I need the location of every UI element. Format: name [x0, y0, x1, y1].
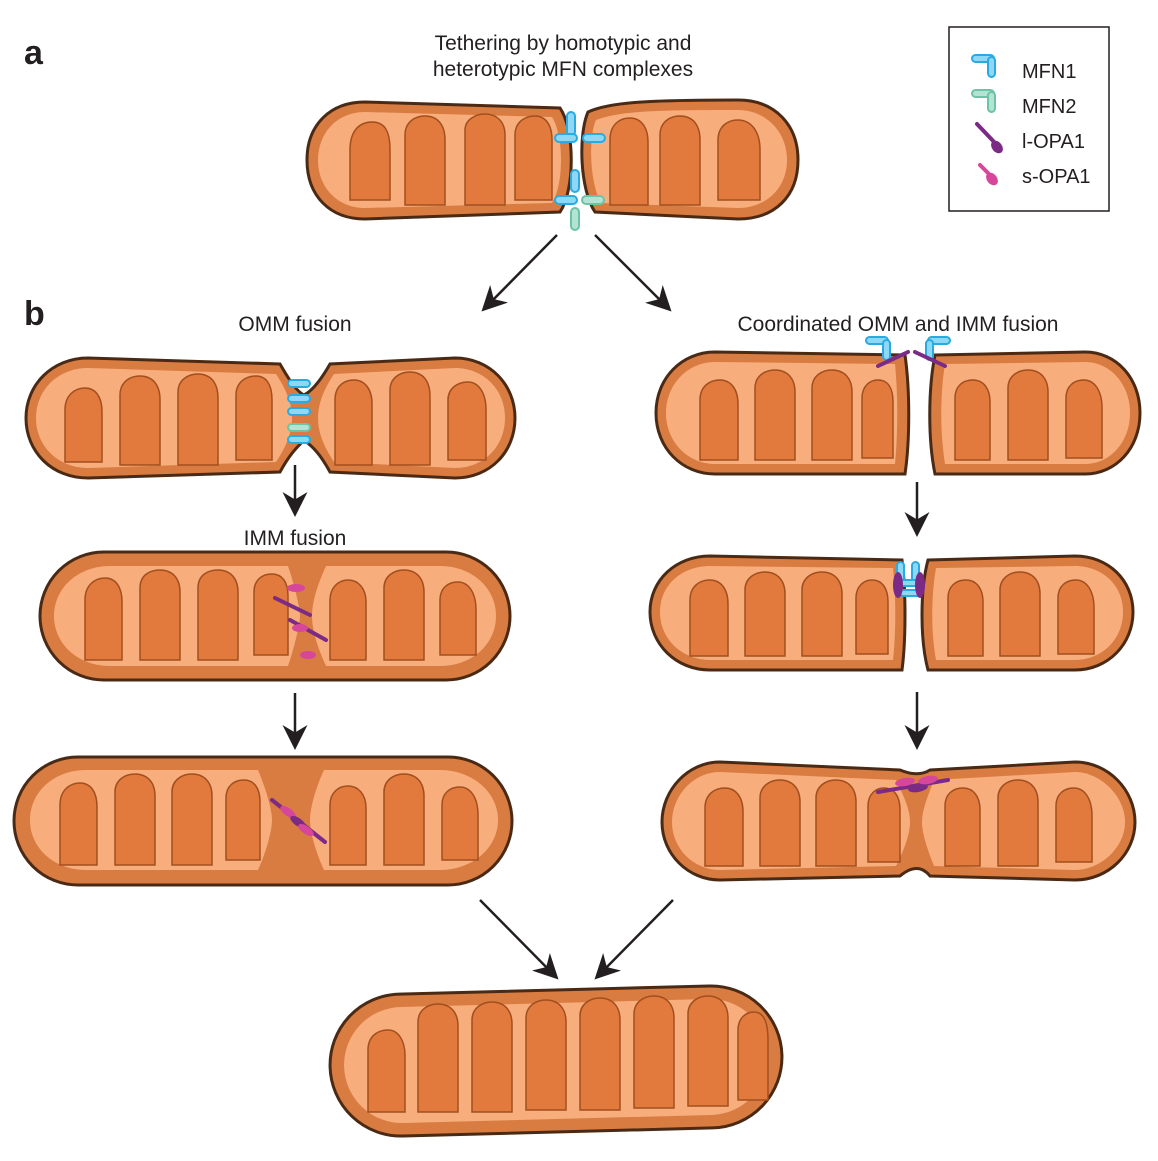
legend-label-mfn1: MFN1: [1022, 61, 1076, 83]
mitochondrion-coordinated-docked: [648, 554, 1135, 672]
opa1-cluster-imm: [273, 584, 328, 659]
omm-fusion-caption: OMM fusion: [238, 313, 351, 336]
panel-label-b: b: [24, 295, 45, 333]
opa1-cluster-fused-right: [876, 775, 950, 794]
legend: MFN1 MFN2 l-OPA1 s-OPA1: [948, 26, 1110, 212]
s-opa1-icon: [978, 163, 998, 186]
mfn-opa1-cluster-docked: [893, 561, 925, 598]
mitochondrion-fused-left: [12, 755, 514, 887]
mitochondrion-a-right: [580, 98, 800, 221]
imm-fusion-caption: IMM fusion: [244, 527, 347, 550]
arrow-left-to-final: [479, 899, 559, 980]
tethering-caption-line2: heterotypic MFN complexes: [433, 58, 693, 81]
mfn-tether-cluster-a: [554, 111, 606, 231]
arrow-to-coordinated-fusion: [594, 234, 672, 312]
mfn1-icon: [971, 54, 996, 78]
mitochondrion-imm-fusion: [38, 550, 512, 682]
arrow-right-to-final: [594, 899, 674, 980]
panel-label-a: a: [24, 34, 44, 72]
mitochondrion-final-fused: [328, 984, 784, 1138]
mfn-cluster-omm: [287, 379, 311, 444]
mitochondrion-omm-fusion-pair: [24, 356, 517, 480]
mitochondrion-fused-right: [660, 760, 1137, 882]
coordinated-fusion-caption: Coordinated OMM and IMM fusion: [738, 313, 1059, 336]
opa1-cluster-fused-left: [270, 798, 327, 844]
mitochondrion-coordinated-pair: [654, 336, 1142, 476]
mfn2-icon: [971, 89, 996, 113]
legend-label-s-opa1: s-OPA1: [1022, 166, 1091, 188]
legend-label-l-opa1: l-OPA1: [1022, 131, 1085, 153]
arrow-to-omm-fusion: [481, 234, 558, 312]
tethering-caption-line1: Tethering by homotypic and: [435, 32, 692, 55]
legend-label-mfn2: MFN2: [1022, 96, 1076, 118]
l-opa1-icon: [975, 122, 1003, 154]
mitochondrion-a-left: [305, 100, 573, 221]
mfn-opa1-cluster-coordinated: [865, 336, 951, 368]
